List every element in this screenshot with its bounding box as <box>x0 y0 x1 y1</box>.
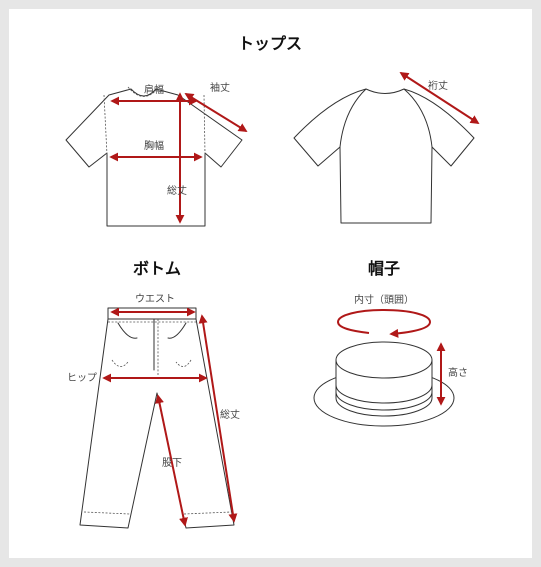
hip-label: ヒップ <box>67 372 97 384</box>
raglan-shirt-illustration <box>293 88 475 224</box>
head-circumference-label: 内寸（頭囲） <box>354 293 414 306</box>
yuki-length-label: 裄丈 <box>428 79 448 92</box>
total-length-label: 総丈 <box>220 408 240 421</box>
inseam-label: 股下 <box>162 457 182 469</box>
yuki-length-arrow <box>399 72 480 124</box>
chest-width-label: 胸幅 <box>144 139 164 152</box>
bottom-title: ボトム <box>133 259 181 278</box>
head-circumference-arrow <box>336 308 432 338</box>
waist-label: ウエスト <box>135 293 175 305</box>
pants-illustration <box>79 307 235 529</box>
hat-illustration <box>313 341 455 427</box>
hat-title: 帽子 <box>368 259 400 278</box>
shoulder-width-label: 肩幅 <box>144 83 164 96</box>
sleeve-length-arrow <box>184 93 248 132</box>
tops-title: トップス <box>238 34 302 53</box>
total-length-arrow <box>198 314 238 523</box>
sleeve-length-label: 袖丈 <box>210 81 230 94</box>
inseam-arrow <box>155 394 188 527</box>
body-length-label: 総丈 <box>167 184 187 197</box>
hat-height-label: 高さ <box>448 366 468 379</box>
